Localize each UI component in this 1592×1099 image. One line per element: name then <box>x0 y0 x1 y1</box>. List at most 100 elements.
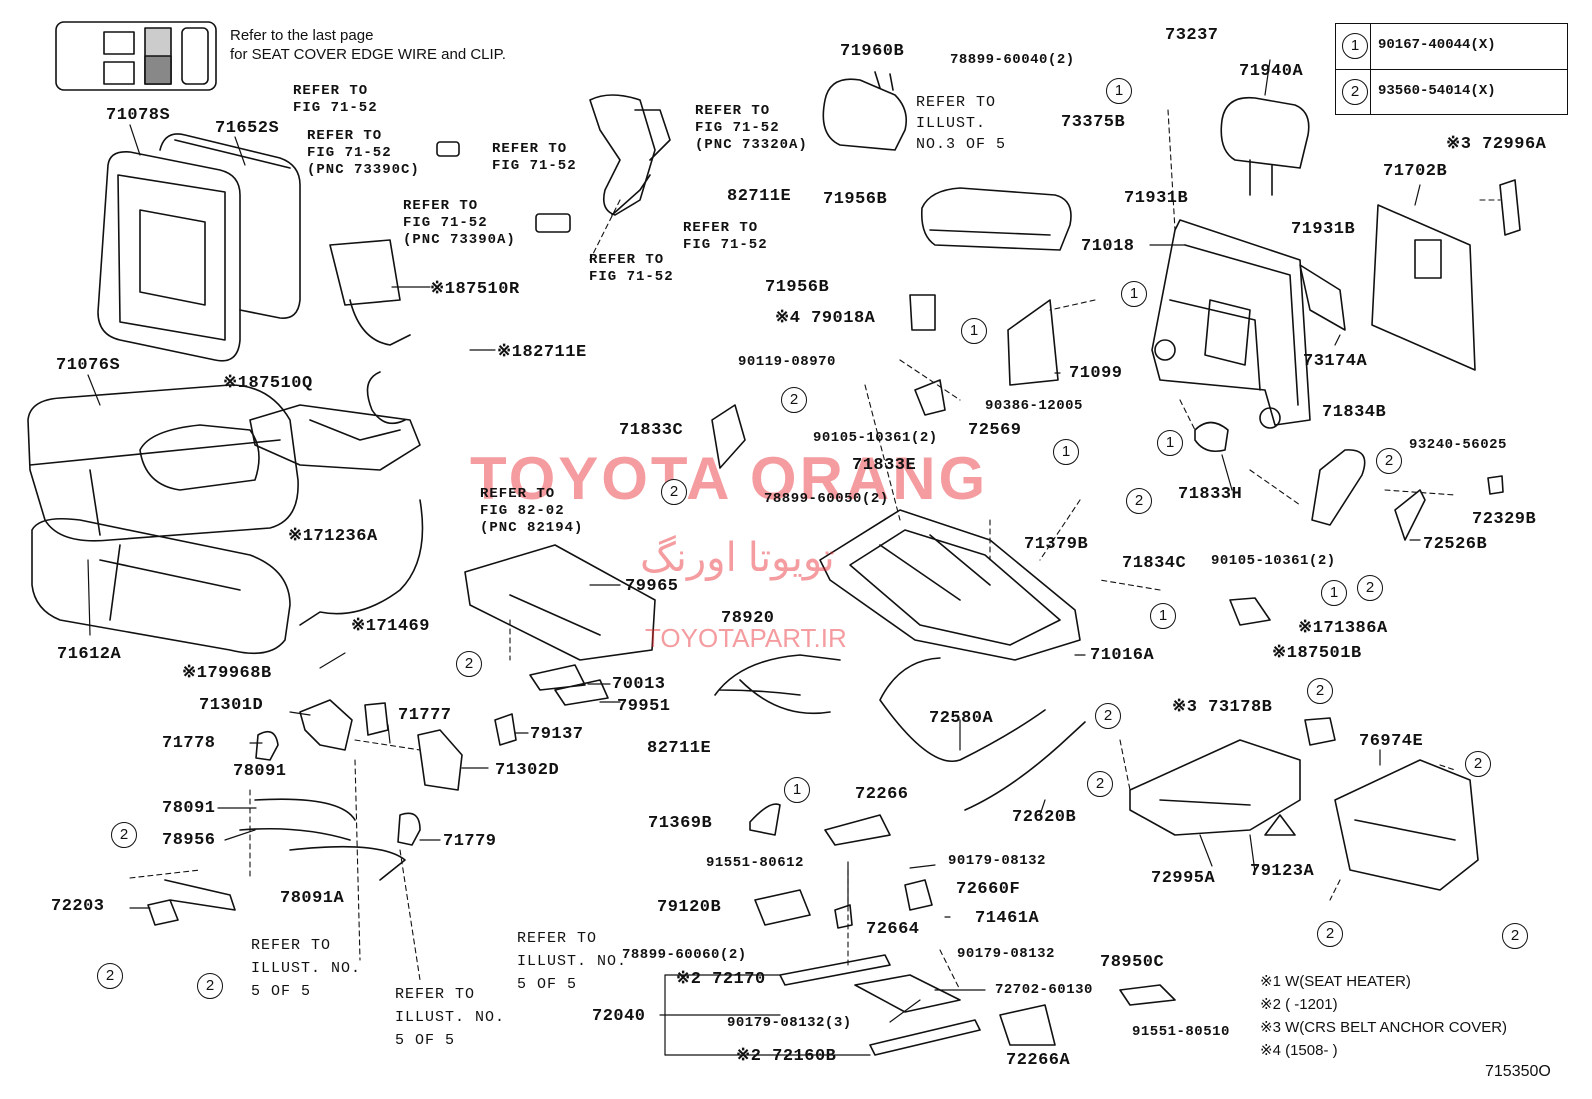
legend-part-number[interactable]: 90167-40044(X) <box>1378 37 1496 53</box>
part-label[interactable]: 90119-08970 <box>738 354 836 370</box>
cable-78091-drawing <box>239 798 406 881</box>
part-label[interactable]: 90179-08132 <box>948 853 1046 869</box>
part-label[interactable]: 71379B <box>1024 535 1089 554</box>
part-label[interactable]: 72569 <box>968 421 1022 440</box>
legend-part-number[interactable]: 93560-54014(X) <box>1378 83 1496 99</box>
part-label[interactable]: 70013 <box>612 675 666 694</box>
part-label[interactable]: 72702-60130 <box>995 982 1093 998</box>
part-label[interactable]: ※187510R <box>430 280 520 299</box>
part-label[interactable]: ※187501B <box>1272 644 1362 663</box>
part-label[interactable]: 71369B <box>648 814 713 833</box>
part-label[interactable]: 90179-08132 <box>957 946 1055 962</box>
part-label[interactable]: 73375B <box>1061 113 1126 132</box>
part-label[interactable]: 72660F <box>956 880 1021 899</box>
part-label[interactable]: 73174A <box>1303 352 1368 371</box>
part-label[interactable]: 71018 <box>1081 237 1135 256</box>
part-label[interactable]: 71652S <box>215 119 280 138</box>
part-label[interactable]: 78899-60060(2) <box>622 947 747 963</box>
part-label[interactable]: 73237 <box>1165 26 1219 45</box>
part-label[interactable]: 71833E <box>852 456 917 475</box>
part-label[interactable]: 78920 <box>721 609 775 628</box>
part-label[interactable]: 72266A <box>1006 1051 1071 1070</box>
part-label[interactable]: 71099 <box>1069 364 1123 383</box>
part-label[interactable]: 82711E <box>727 187 792 206</box>
part-label[interactable]: 90386-12005 <box>985 398 1083 414</box>
fastener-callout: 2 <box>1376 448 1402 474</box>
part-label[interactable]: 72266 <box>855 785 909 804</box>
part-label[interactable]: 78091 <box>233 762 287 781</box>
part-label[interactable]: 78956 <box>162 831 216 850</box>
fastener-callout: 2 <box>1465 751 1491 777</box>
fastener-callout: 2 <box>197 973 223 999</box>
part-label[interactable]: 71833C <box>619 421 684 440</box>
part-label[interactable]: 78091 <box>162 799 216 818</box>
part-label[interactable]: 71834C <box>1122 554 1187 573</box>
part-label[interactable]: 78950C <box>1100 953 1165 972</box>
part-label[interactable]: 72580A <box>929 709 994 728</box>
part-label[interactable]: 91551-80510 <box>1132 1024 1230 1040</box>
part-label[interactable]: 71302D <box>495 761 560 780</box>
harness-2-drawing <box>366 371 406 425</box>
part-label[interactable]: 72526B <box>1423 535 1488 554</box>
part-label[interactable]: 71779 <box>443 832 497 851</box>
part-label[interactable]: 72664 <box>866 920 920 939</box>
part-label[interactable]: 90105-10361(2) <box>813 430 938 446</box>
part-label[interactable]: 71016A <box>1090 646 1155 665</box>
part-label[interactable]: 71931B <box>1124 189 1189 208</box>
part-label[interactable]: 71956B <box>823 190 888 209</box>
part-label[interactable]: 71301D <box>199 696 264 715</box>
part-label[interactable]: ※187510Q <box>223 374 313 393</box>
part-label[interactable]: 72203 <box>51 897 105 916</box>
part-label[interactable]: 72995A <box>1151 869 1216 888</box>
part-label[interactable]: 71777 <box>398 706 452 725</box>
part-label[interactable]: 93240-56025 <box>1409 437 1507 453</box>
part-73178B-drawing <box>1304 717 1336 746</box>
part-label[interactable]: 71833H <box>1178 485 1243 504</box>
part-label[interactable]: 79951 <box>617 697 671 716</box>
part-171386A-drawing <box>1229 597 1271 626</box>
fastener-callout: 2 <box>111 822 137 848</box>
part-label[interactable]: 71931B <box>1291 220 1356 239</box>
part-label[interactable]: ※179968B <box>182 664 272 683</box>
part-label[interactable]: 71940A <box>1239 62 1304 81</box>
part-label[interactable]: ※3 72996A <box>1446 135 1547 154</box>
part-label[interactable]: 71461A <box>975 909 1040 928</box>
part-label[interactable]: 71076S <box>56 356 121 375</box>
part-label[interactable]: 82711E <box>647 739 712 758</box>
fastener-callout: 2 <box>1095 703 1121 729</box>
part-label[interactable]: ※171469 <box>351 617 430 636</box>
part-label[interactable]: 90105-10361(2) <box>1211 553 1336 569</box>
part-label[interactable]: ※182711E <box>497 343 587 362</box>
part-label[interactable]: 78091A <box>280 889 345 908</box>
fastener-callout: 1 <box>1053 439 1079 465</box>
part-label[interactable]: 72329B <box>1472 510 1537 529</box>
part-label[interactable]: 72620B <box>1012 808 1077 827</box>
part-label[interactable]: ※3 73178B <box>1172 698 1273 717</box>
part-label[interactable]: 71834B <box>1322 403 1387 422</box>
footnote: ※4 (1508- ) <box>1260 1042 1338 1059</box>
part-label[interactable]: 71702B <box>1383 162 1448 181</box>
cover-71778-drawing <box>255 730 279 761</box>
part-label[interactable]: 76974E <box>1359 732 1424 751</box>
part-label[interactable]: ※2 72160B <box>736 1047 837 1066</box>
part-label[interactable]: 79965 <box>625 577 679 596</box>
part-label[interactable]: 71778 <box>162 734 216 753</box>
part-label[interactable]: 79123A <box>1250 862 1315 881</box>
cover-72526B-drawing <box>1394 489 1426 541</box>
part-label[interactable]: 71612A <box>57 645 122 664</box>
part-label[interactable]: ※171386A <box>1298 619 1388 638</box>
part-label[interactable]: 91551-80612 <box>706 855 804 871</box>
part-label[interactable]: 71078S <box>106 106 171 125</box>
part-label[interactable]: ※4 79018A <box>775 309 876 328</box>
part-label[interactable]: 79120B <box>657 898 722 917</box>
part-label[interactable]: 72040 <box>592 1007 646 1026</box>
part-label[interactable]: 71956B <box>765 278 830 297</box>
part-label[interactable]: 78899-60050(2) <box>764 491 889 507</box>
part-label[interactable]: 78899-60040(2) <box>950 52 1075 68</box>
part-label[interactable]: ※2 72170 <box>676 970 766 989</box>
part-label[interactable]: ※171236A <box>288 527 378 546</box>
part-label[interactable]: 71960B <box>840 42 905 61</box>
part-label[interactable]: 90179-08132(3) <box>727 1015 852 1031</box>
part-label[interactable]: 79137 <box>530 725 584 744</box>
